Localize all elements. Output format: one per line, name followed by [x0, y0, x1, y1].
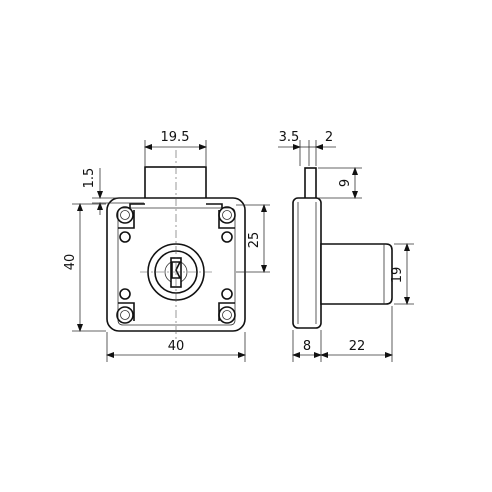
dim-body-width: 40: [168, 339, 185, 354]
small-hole-bl: [119, 288, 131, 300]
dim-cylinder-diameter: 19: [390, 267, 405, 284]
side-dimensions: 3.5 2 9 19 8 22: [278, 130, 414, 362]
bracket-br: [218, 302, 235, 321]
left-tab: [129, 203, 145, 208]
keyway-profile: [171, 261, 182, 279]
bracket-tr: [218, 210, 235, 229]
dim-flange: 2: [325, 130, 333, 145]
dim-hole-spacing: 25: [247, 232, 262, 249]
dim-bolt-width: 19.5: [161, 130, 190, 145]
side-bolt: [304, 167, 317, 203]
right-tab: [206, 203, 223, 208]
dim-cylinder-length: 22: [349, 339, 366, 354]
bracket-bl: [118, 302, 135, 321]
screw-hole-tr-inner: [222, 210, 232, 220]
screw-hole-tl: [116, 206, 134, 224]
dim-bolt-height: 9: [338, 179, 353, 187]
side-plate: [292, 197, 322, 329]
screw-hole-bl-inner: [120, 310, 130, 320]
front-view: [106, 150, 246, 340]
small-hole-tl: [119, 231, 131, 243]
bolt-top: [144, 166, 207, 204]
front-dimensions: 19.5 1.5 40 40 25: [63, 130, 270, 362]
screw-hole-br-inner: [222, 310, 232, 320]
small-hole-tr: [221, 231, 233, 243]
side-cylinder: [320, 243, 393, 305]
small-hole-br: [221, 288, 233, 300]
dim-bolt-offset: 1.5: [82, 168, 97, 189]
side-view: [292, 167, 393, 329]
dim-body-depth: 8: [303, 339, 311, 354]
bracket-tl: [118, 210, 135, 229]
screw-hole-tl-inner: [120, 210, 130, 220]
dim-body-height: 40: [63, 254, 78, 271]
dim-plate-thickness: 3.5: [279, 130, 300, 145]
screw-hole-bl: [116, 306, 134, 324]
